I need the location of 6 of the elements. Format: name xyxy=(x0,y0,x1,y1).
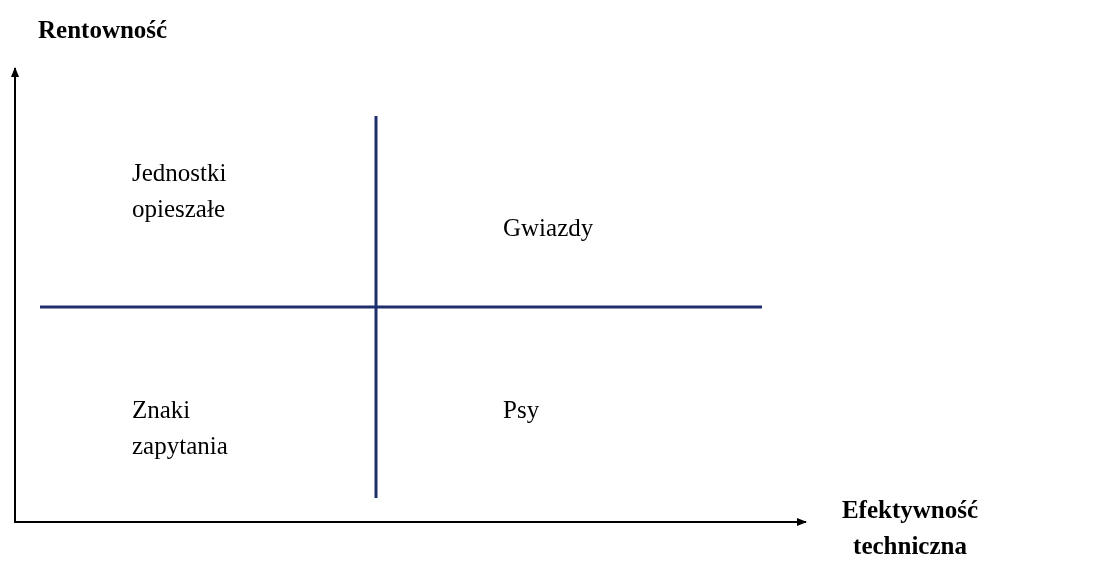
axis-title: Rentowność xyxy=(38,15,169,45)
quadrant-label: Jednostki opieszałe xyxy=(132,158,228,224)
quadrant-label: Psy xyxy=(503,395,541,425)
axis-title: Efektywność techniczna xyxy=(840,495,980,561)
quadrant-label: Znaki zapytania xyxy=(132,395,229,461)
quadrant-label: Gwiazdy xyxy=(503,213,595,243)
